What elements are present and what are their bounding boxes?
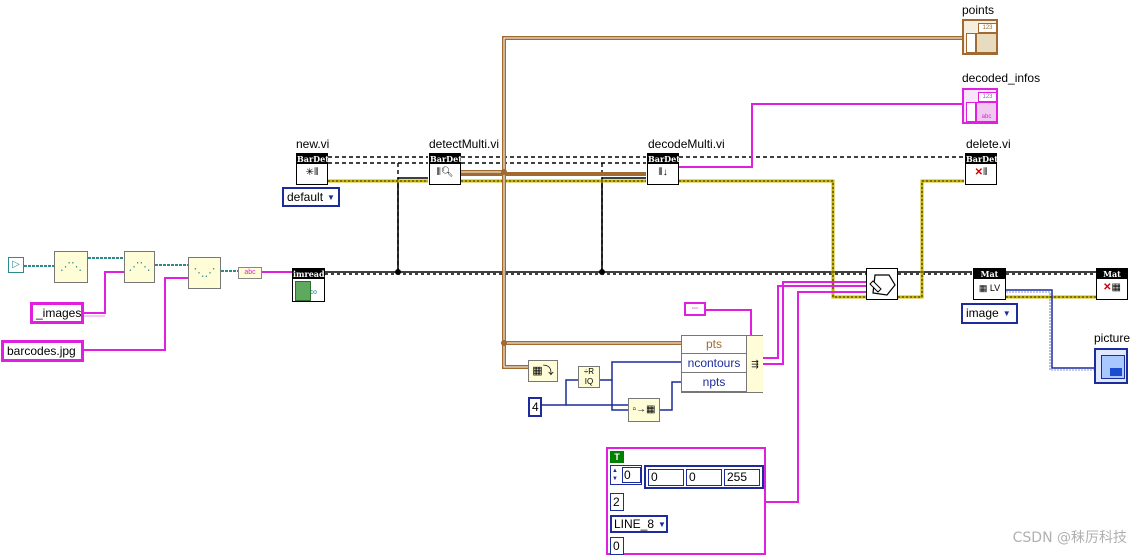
draw-contours-node[interactable]: [866, 268, 898, 300]
picture-icon: [1101, 355, 1125, 379]
bundle-output-terminal: ⇶: [746, 336, 763, 392]
boolean-const[interactable]: T: [610, 451, 624, 463]
mat-to-picture-node[interactable]: Mat ▦ LV: [973, 268, 1006, 300]
points-label: points: [962, 3, 995, 17]
chevron-down-icon: ▼: [1002, 308, 1011, 318]
decode-multi-node[interactable]: BarDet ⦀↓: [647, 153, 680, 185]
watermark: CSDN @秣厉科技: [1012, 530, 1127, 546]
constant-four[interactable]: 4: [528, 397, 542, 417]
new-mode-value: default: [287, 190, 324, 204]
color-g-value[interactable]: 0: [686, 469, 722, 486]
new-vi-label: new.vi: [296, 137, 330, 151]
delete-x-icon: ✕▦: [1103, 282, 1121, 293]
string-icon: abc: [976, 102, 997, 122]
numeric-wires: [542, 289, 1096, 411]
filename-constant[interactable]: barcodes.jpg: [1, 340, 84, 362]
empty-string-constant[interactable]: ▫▫▫: [684, 302, 706, 316]
initialize-array-node[interactable]: ▫→▦: [628, 398, 660, 422]
color-r-value[interactable]: 0: [648, 469, 684, 486]
constant-four-value: 4: [532, 400, 539, 414]
images-dir-value: _images: [36, 306, 82, 320]
array-size-node[interactable]: ▦⤵: [528, 360, 558, 382]
bundle-by-name-node[interactable]: pts ncontours npts ⇶: [681, 335, 763, 393]
array-size-icon: ▦⤵: [532, 365, 554, 377]
color-index-value: 0: [622, 467, 641, 483]
numeric-indicator-icon: 123: [978, 23, 997, 33]
images-dir-constant[interactable]: _images: [30, 302, 84, 324]
delete-vi-node[interactable]: BarDet ✕⦀: [965, 153, 998, 185]
delete-x-icon: ✕⦀: [974, 167, 988, 178]
points-wires: [461, 36, 962, 369]
display-mode-ring[interactable]: image▼: [961, 303, 1018, 324]
color-index-control[interactable]: ▲▼ 0: [610, 465, 642, 485]
line-type-ring[interactable]: LINE_8▼: [610, 515, 668, 533]
image-wires: [325, 177, 1096, 275]
array-index-icon: [966, 102, 976, 122]
build-path-node-2[interactable]: ⋰⋱: [124, 251, 155, 283]
color-array-control[interactable]: 0 0 255: [644, 465, 764, 489]
mat-delete-node[interactable]: Mat ✕▦: [1096, 268, 1128, 300]
thickness-value[interactable]: 2: [610, 493, 624, 511]
build-path-node[interactable]: ⋰⋱: [54, 251, 88, 283]
spin-arrows-icon: ▲▼: [612, 468, 618, 482]
strip-path-node[interactable]: ⋱⋰: [188, 257, 221, 289]
new-icon: ✳⦀: [305, 167, 319, 178]
bundle-row-pts: pts: [682, 336, 746, 354]
decoded-infos-label: decoded_infos: [962, 71, 1041, 85]
path-build-icon: ⋰⋱: [128, 261, 151, 273]
path-wires: [24, 257, 238, 272]
glasses-icon: ∞: [310, 287, 318, 298]
detect-multi-label: detectMulti.vi: [429, 137, 500, 151]
new-mode-ring[interactable]: default▼: [282, 187, 340, 207]
color-b-value[interactable]: 255: [724, 469, 760, 486]
shift-value[interactable]: 0: [610, 537, 624, 555]
initialize-array-icon: ▫→▦: [632, 404, 656, 415]
mat-to-lv-icon: ▦ LV: [978, 283, 1001, 293]
array-index-icon: [966, 33, 976, 53]
mat-header: Mat: [1097, 269, 1127, 279]
decode-arrow-icon: ⦀↓: [658, 167, 668, 178]
new-vi-node[interactable]: BarDet ✳⦀: [296, 153, 329, 185]
line-type-value: LINE_8: [614, 517, 655, 531]
decode-multi-label: decodeMulti.vi: [648, 137, 725, 151]
picture-indicator[interactable]: [1094, 348, 1128, 384]
picture-label: picture: [1094, 331, 1131, 345]
chevron-down-icon: ▼: [327, 192, 335, 202]
bardet-header: BarDet: [297, 154, 329, 164]
delete-vi-label: delete.vi: [966, 137, 1011, 151]
chevron-down-icon: ▼: [658, 519, 666, 529]
path-strip-icon: ⋱⋰: [193, 267, 216, 279]
bardet-header: BarDet: [648, 154, 680, 164]
refnum-wires: [328, 156, 964, 272]
detect-multi-node[interactable]: BarDet ⦀🔍︎: [429, 153, 462, 185]
path-build-icon: ⋰⋱: [60, 261, 82, 273]
string-wires: [84, 103, 962, 503]
mat-header: Mat: [974, 269, 1005, 279]
picture-fill-icon: [1110, 368, 1122, 376]
image-icon: [295, 281, 311, 301]
string-const-icon: abc: [244, 269, 256, 276]
magnifier-icon: ⦀🔍︎: [436, 167, 454, 178]
filename-value: barcodes.jpg: [7, 344, 76, 358]
bardet-header: BarDet: [966, 154, 998, 164]
bundle-row-npts: npts: [682, 374, 746, 392]
polygon-pen-icon: [869, 274, 896, 296]
decoded-infos-indicator[interactable]: 123 abc: [962, 88, 998, 124]
params-cluster[interactable]: T ▲▼ 0 0 0 255 2 LINE_8▼ 0: [606, 447, 766, 555]
imread-header: imread: [293, 269, 325, 279]
app-path-icon[interactable]: ▷: [8, 257, 24, 273]
bundle-row-ncontours: ncontours: [682, 355, 746, 373]
imread-node[interactable]: imread ∞: [292, 268, 325, 302]
bardet-header: BarDet: [430, 154, 462, 164]
array-icon: [976, 33, 997, 53]
points-indicator[interactable]: 123: [962, 19, 998, 55]
display-mode-value: image: [966, 306, 999, 320]
path-to-string-node[interactable]: abc: [238, 267, 262, 279]
numeric-indicator-icon: 123: [978, 92, 997, 102]
